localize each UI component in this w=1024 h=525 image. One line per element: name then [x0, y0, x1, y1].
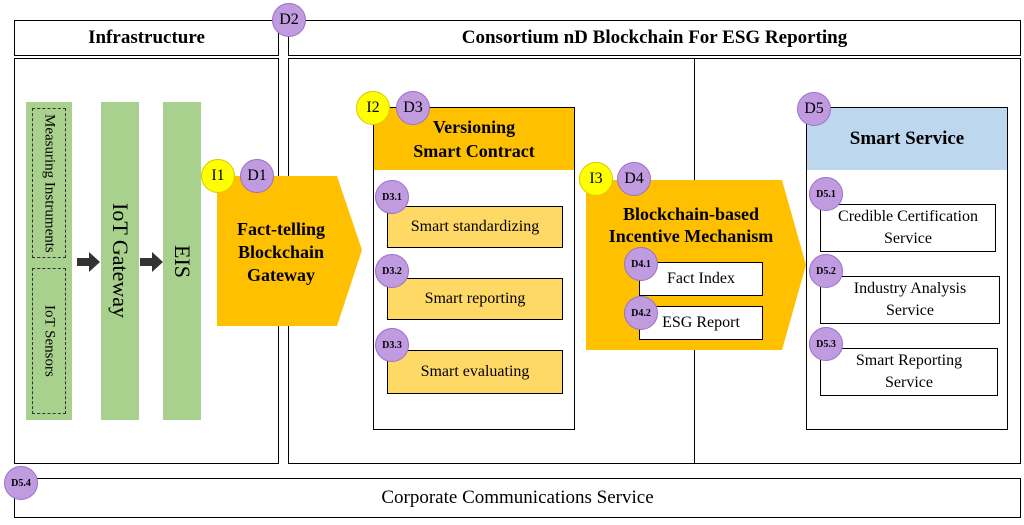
- badge-d4-1: D4.1: [624, 247, 658, 281]
- badge-d5-2: D5.2: [809, 254, 843, 288]
- consortium-header: Consortium nD Blockchain For ESG Reporti…: [288, 20, 1021, 56]
- iot-gateway-box: IoT Gateway: [101, 102, 139, 420]
- smart-service-header: Smart Service: [806, 107, 1008, 171]
- badge-i2: I2: [356, 91, 390, 125]
- infrastructure-header: Infrastructure: [14, 20, 279, 56]
- eis-box: EIS: [163, 102, 201, 420]
- badge-d2: D2: [272, 3, 306, 37]
- badge-d3-2: D3.2: [375, 254, 409, 288]
- badge-d5: D5: [797, 92, 831, 126]
- badge-d3: D3: [396, 91, 430, 125]
- badge-i3: I3: [579, 162, 613, 196]
- consortium-title: Consortium nD Blockchain For ESG Reporti…: [461, 27, 848, 48]
- badge-d4-2: D4.2: [624, 296, 658, 330]
- iot-sensors-label: IoT Sensors: [41, 305, 58, 377]
- iot-gateway-label: IoT Gateway: [108, 203, 133, 319]
- credible-certification-box: Credible Certification Service: [820, 204, 996, 252]
- badge-d5-4: D5.4: [4, 466, 38, 500]
- badge-d3-1: D3.1: [375, 180, 409, 214]
- arrow-right-icon: [140, 252, 163, 272]
- fact-index-box: Fact Index: [639, 262, 763, 296]
- badge-d3-3: D3.3: [375, 328, 409, 362]
- gateway-arrow-shape: [217, 176, 362, 326]
- smart-reporting-box: Smart reporting: [387, 278, 563, 320]
- badge-d5-3: D5.3: [809, 327, 843, 361]
- smart-reporting-service-box: Smart Reporting Service: [820, 348, 998, 396]
- badge-d4: D4: [617, 162, 651, 196]
- gateway-title: Fact-telling Blockchain Gateway: [237, 218, 325, 285]
- arrow-right-icon: [77, 252, 100, 272]
- sensing-column: [26, 102, 72, 420]
- measuring-instruments-label: Measuring Instruments: [41, 113, 58, 253]
- corporate-communications-box: Corporate Communications Service: [14, 478, 1021, 518]
- badge-d1: D1: [240, 159, 274, 193]
- eis-label: EIS: [170, 244, 195, 278]
- smart-evaluating-box: Smart evaluating: [387, 350, 563, 394]
- smart-standardizing-box: Smart standardizing: [387, 206, 563, 248]
- badge-i1: I1: [201, 159, 235, 193]
- esg-report-box: ESG Report: [639, 306, 763, 340]
- iot-sensors-box: IoT Sensors: [32, 268, 66, 414]
- infrastructure-title: Infrastructure: [88, 27, 205, 48]
- industry-analysis-box: Industry Analysis Service: [820, 276, 1000, 324]
- measuring-instruments-box: Measuring Instruments: [32, 108, 66, 258]
- incentive-title: Blockchain-based Incentive Mechanism: [608, 204, 774, 246]
- badge-d5-1: D5.1: [809, 177, 843, 211]
